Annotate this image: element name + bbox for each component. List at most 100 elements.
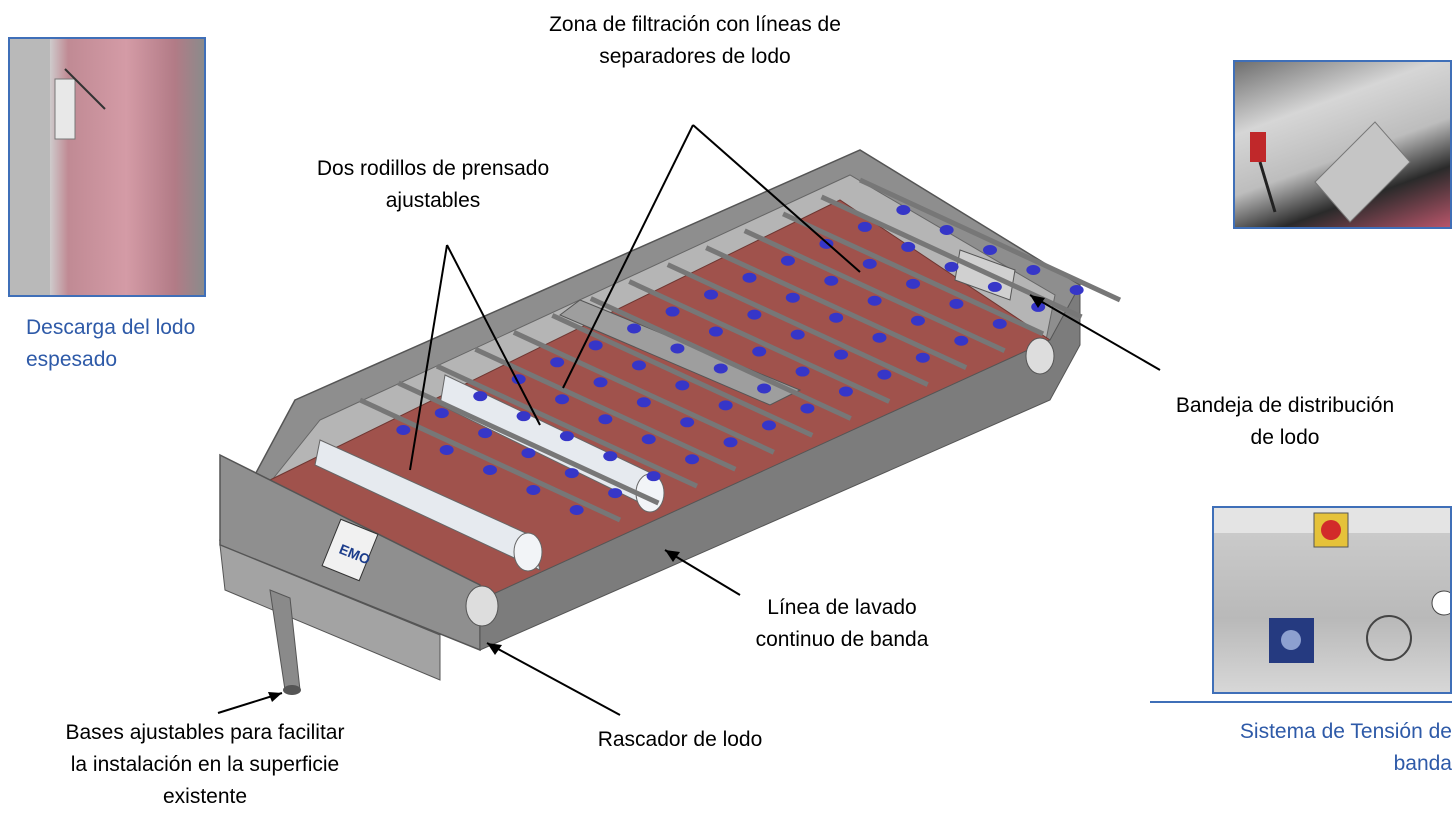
callout-arrowheads — [268, 295, 1045, 702]
spray-nozzle — [550, 357, 565, 368]
spray-nozzle — [800, 403, 815, 414]
spray-nozzle — [862, 258, 877, 269]
label-press-rollers: Dos rodillos de prensado ajustables — [316, 157, 550, 212]
spray-nozzle — [713, 363, 728, 374]
spray-nozzle — [877, 369, 892, 380]
spray-nozzle — [516, 411, 531, 422]
spray-nozzle — [723, 437, 738, 448]
spray-nozzle — [559, 431, 574, 442]
spray-nozzle — [608, 488, 623, 499]
label-distribution-tray: Bandeja de distribución de lodo — [1175, 394, 1395, 449]
spray-nozzle — [867, 295, 882, 306]
spray-nozzle — [704, 289, 719, 300]
separator-rail — [551, 313, 814, 438]
spray-nozzle — [555, 394, 570, 405]
front-lower-panel — [219, 544, 441, 681]
emo-badge — [321, 518, 379, 582]
spray-nozzle — [670, 343, 685, 354]
label-belt-wash-line: Línea de lavado continuo de banda — [755, 596, 929, 651]
separator-rail — [743, 228, 1006, 354]
label-adjustable-bases: Bases ajustables para facilitar la insta… — [65, 721, 345, 808]
spray-nozzle — [824, 275, 839, 286]
spray-nozzle — [526, 485, 541, 495]
caption-tension-system: Sistema de Tensión de banda — [1239, 720, 1452, 775]
photo-distribution-tray — [1233, 60, 1452, 229]
photo-thickened-discharge — [8, 37, 206, 297]
spray-nozzle — [434, 408, 449, 419]
spray-nozzle — [761, 420, 776, 431]
spray-nozzle — [987, 281, 1002, 292]
spray-nozzle — [785, 292, 800, 303]
separator-rail — [705, 245, 968, 370]
spray-nozzle — [747, 309, 762, 320]
front-drive-roller — [465, 585, 499, 627]
spray-nozzle — [396, 425, 411, 435]
spray-nozzle — [675, 380, 690, 391]
spray-nozzle — [478, 428, 493, 439]
spray-nozzle — [521, 448, 536, 459]
spray-nozzle — [857, 221, 872, 232]
label-sludge-scraper: Rascador de lodo — [597, 728, 763, 751]
spray-nozzle — [564, 468, 579, 479]
spray-nozzle — [838, 386, 853, 397]
separator-rail — [628, 279, 891, 404]
separator-rail — [358, 397, 622, 523]
spray-nozzle — [795, 366, 810, 377]
spray-nozzle — [752, 346, 767, 357]
caption-thickened-discharge: Descarga del lodo espesado — [26, 316, 196, 371]
spray-nozzle — [983, 245, 997, 255]
spray-nozzle — [910, 315, 925, 326]
separator-rail — [435, 363, 698, 489]
spray-nozzle — [680, 417, 695, 428]
spray-nozzle — [901, 241, 916, 252]
spray-nozzle — [1069, 285, 1084, 295]
spray-nozzle — [598, 414, 613, 425]
spray-nozzle — [483, 465, 497, 475]
spray-nozzle — [631, 360, 646, 371]
separator-rail — [666, 262, 929, 387]
spray-nozzle — [569, 505, 584, 515]
label-filtration-zone: Zona de filtración con líneas de separad… — [549, 13, 841, 68]
spray-nozzle — [790, 329, 805, 340]
separator-rails — [358, 177, 1122, 523]
spray-nozzle — [954, 335, 969, 346]
spray-nozzle — [829, 312, 844, 323]
separator-rail — [589, 296, 852, 421]
separator-rail — [397, 380, 660, 506]
spray-nozzle — [708, 326, 723, 337]
spray-nozzle — [473, 391, 488, 402]
spray-nozzle — [872, 332, 887, 343]
callout-lines — [217, 124, 1161, 716]
leg-foot — [283, 685, 301, 695]
spray-nozzle — [906, 278, 921, 289]
spray-nozzle — [1026, 265, 1041, 275]
spray-nozzle — [636, 397, 651, 408]
spray-nozzle — [718, 400, 733, 411]
spray-nozzle — [627, 323, 642, 334]
separator-rail — [782, 211, 1045, 337]
spray-nozzle — [757, 383, 772, 394]
spray-nozzle — [641, 434, 656, 445]
tension-caption-rule — [1150, 701, 1452, 703]
press-roller-1 — [314, 439, 543, 572]
spray-nozzle — [665, 306, 680, 317]
spray-nozzle — [944, 261, 959, 272]
rear-roller — [1025, 337, 1055, 375]
spray-nozzle — [646, 471, 661, 482]
spray-nozzle — [439, 445, 454, 455]
spray-nozzle — [896, 205, 911, 215]
separator-rail — [512, 330, 775, 455]
separator-rail — [474, 346, 737, 472]
spray-nozzle — [780, 255, 795, 266]
photo-tension-system — [1212, 506, 1452, 694]
spray-nozzle — [915, 352, 930, 363]
separator-rail — [858, 177, 1122, 303]
spray-nozzle — [593, 377, 608, 388]
spray-nozzle — [992, 318, 1007, 329]
spray-nozzle — [949, 298, 964, 309]
spray-nozzle — [588, 340, 603, 351]
spray-nozzle — [742, 272, 757, 283]
spray-nozzle — [603, 451, 618, 462]
spray-nozzle — [834, 349, 849, 360]
